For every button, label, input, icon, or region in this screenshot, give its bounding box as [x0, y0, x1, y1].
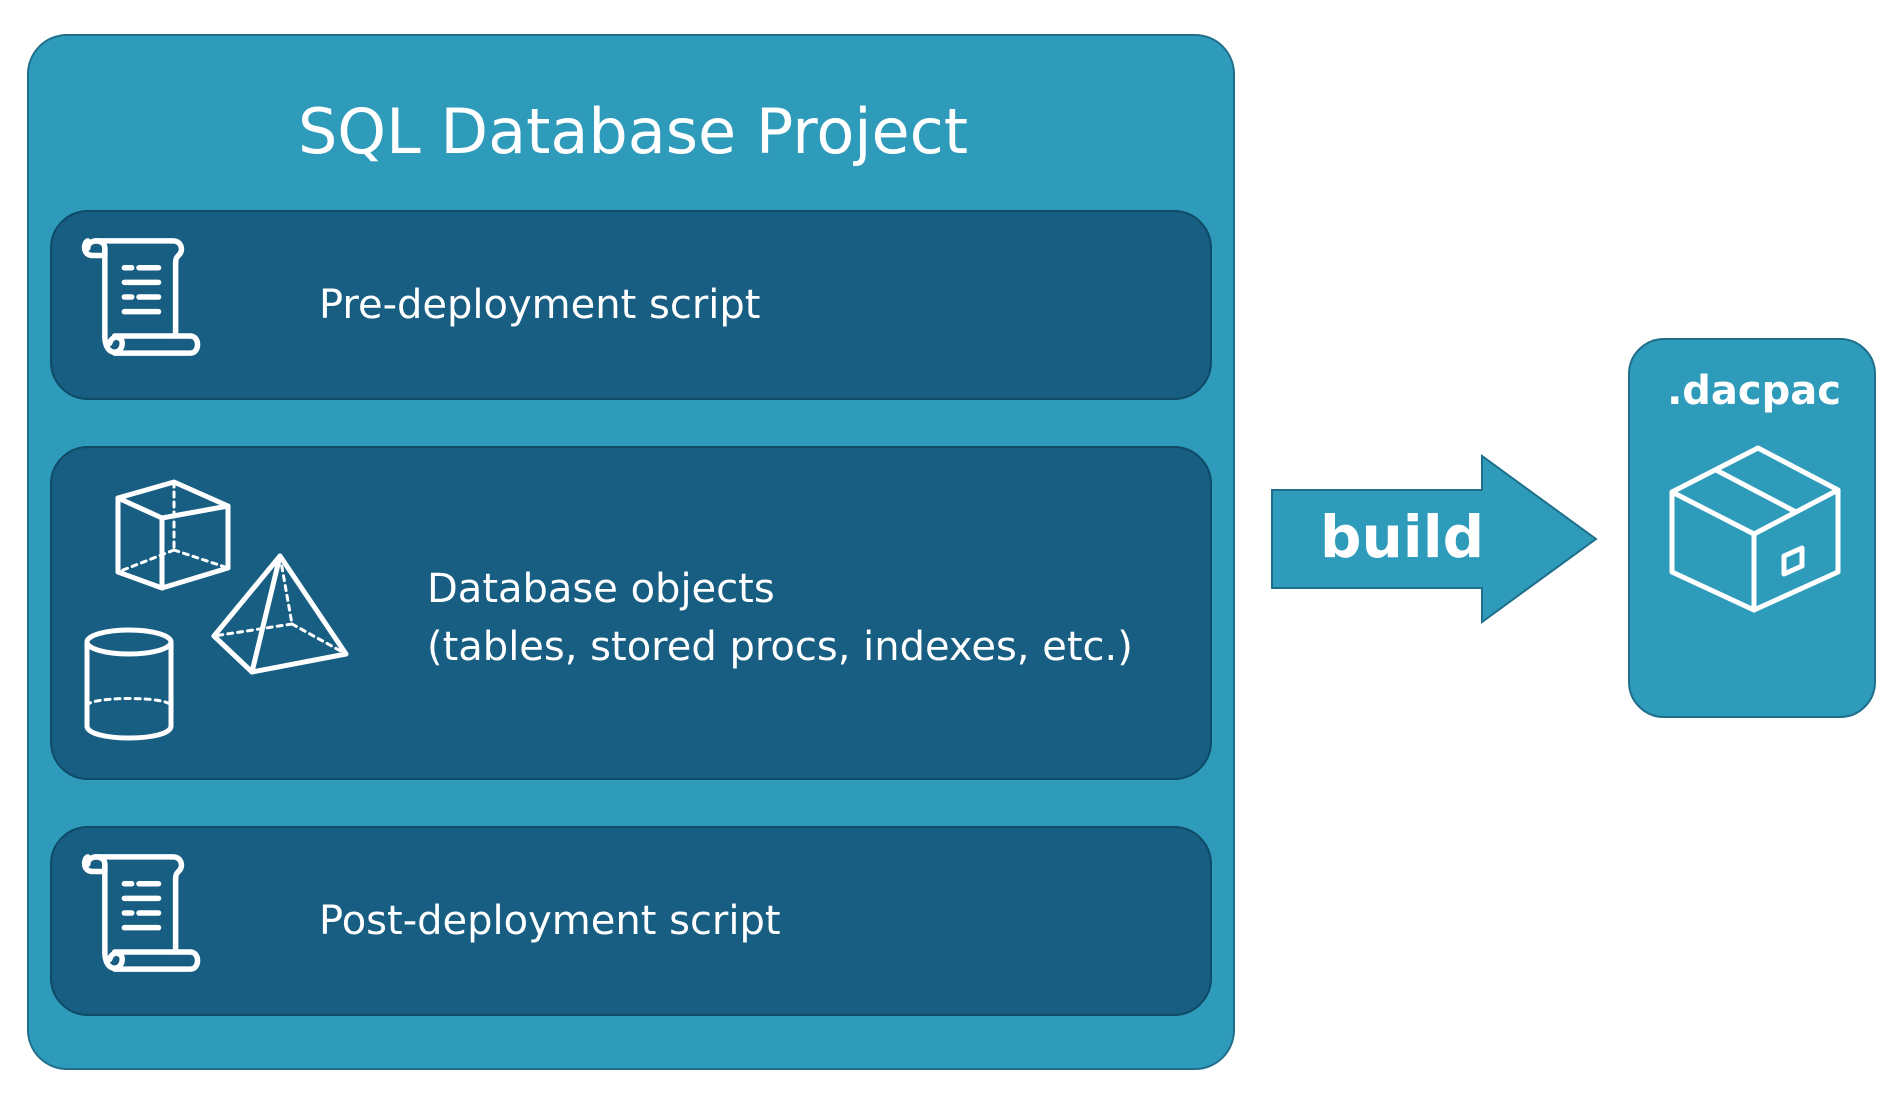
database-objects-panel: Database objects (tables, stored procs, … — [50, 446, 1212, 780]
pyramid-icon — [210, 550, 350, 676]
project-title: SQL Database Project — [297, 95, 969, 168]
pre-deployment-label: Pre-deployment script — [319, 282, 761, 328]
database-objects-sublabel: (tables, stored procs, indexes, etc.) — [427, 624, 1133, 670]
build-arrow — [1270, 454, 1600, 624]
package-box-icon — [1666, 442, 1842, 614]
cube-icon — [112, 476, 232, 596]
build-label: build — [1320, 503, 1485, 571]
cylinder-icon — [82, 626, 176, 742]
database-objects-label: Database objects — [427, 566, 775, 612]
script-scroll-icon — [78, 236, 201, 358]
dacpac-output-box: .dacpac — [1628, 338, 1876, 718]
script-scroll-icon — [78, 852, 201, 974]
post-deployment-panel: Post-deployment script — [50, 826, 1212, 1016]
sql-database-project-container: SQL Database Project Pre-deployment scri… — [27, 34, 1235, 1070]
dacpac-label: .dacpac — [1667, 368, 1841, 414]
post-deployment-label: Post-deployment script — [319, 898, 781, 944]
pre-deployment-panel: Pre-deployment script — [50, 210, 1212, 400]
